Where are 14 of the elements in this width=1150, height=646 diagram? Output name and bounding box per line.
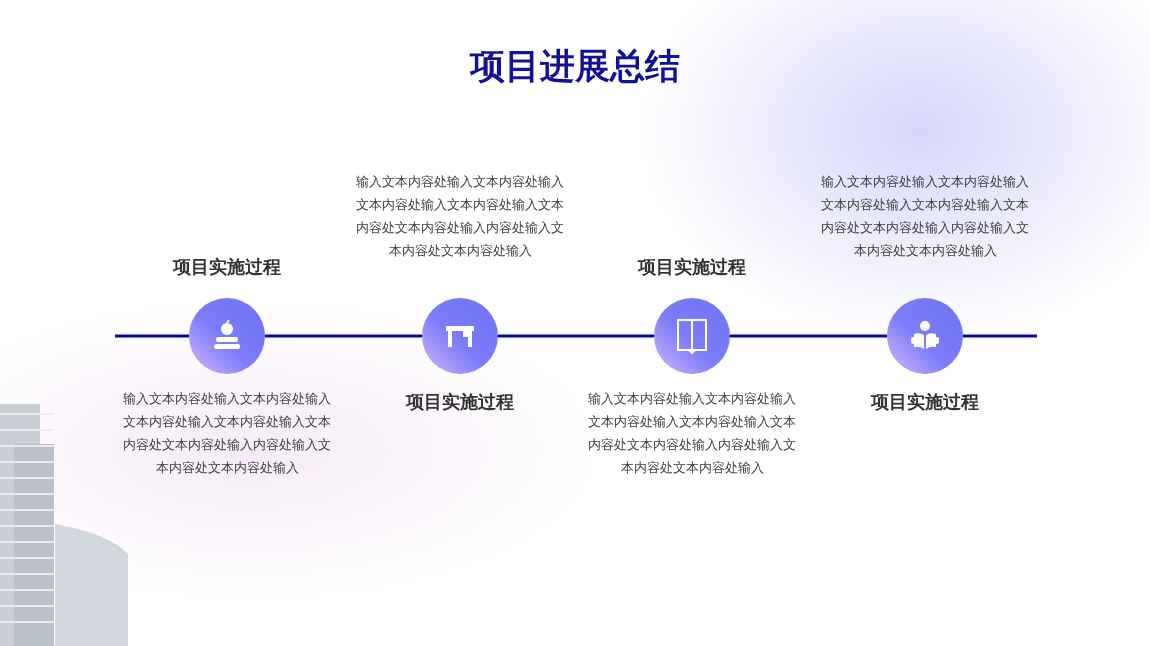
description-text: 输入文本内容处输入文本内容处输入文本内容处输入文本内容处输入文本内容处文本内容处输入内容处输入文本内容处文本内容处输入 <box>587 390 797 477</box>
description-text: 输入文本内容处输入文本内容处输入文本内容处输入文本内容处输入文本内容处文本内容处输入内容处输入文本内容处文本内容处输入 <box>355 173 565 260</box>
connector-line <box>963 334 1037 338</box>
connector-line <box>115 334 189 338</box>
connector-line <box>730 334 887 338</box>
step-heading: 项目实施过程 <box>636 256 747 279</box>
connector-line <box>498 334 654 338</box>
step-heading: 项目实施过程 <box>869 391 980 414</box>
step-heading: 项目实施过程 <box>171 256 282 279</box>
title: 项目进展总结 <box>468 45 681 87</box>
connector-line <box>265 334 422 338</box>
description-text: 输入文本内容处输入文本内容处输入文本内容处输入文本内容处输入文本内容处文本内容处输入内容处输入文本内容处文本内容处输入 <box>820 173 1030 260</box>
step-heading: 项目实施过程 <box>404 391 515 414</box>
description-text: 输入文本内容处输入文本内容处输入文本内容处输入文本内容处输入文本内容处文本内容处输入内容处输入文本内容处文本内容处输入 <box>122 390 332 477</box>
